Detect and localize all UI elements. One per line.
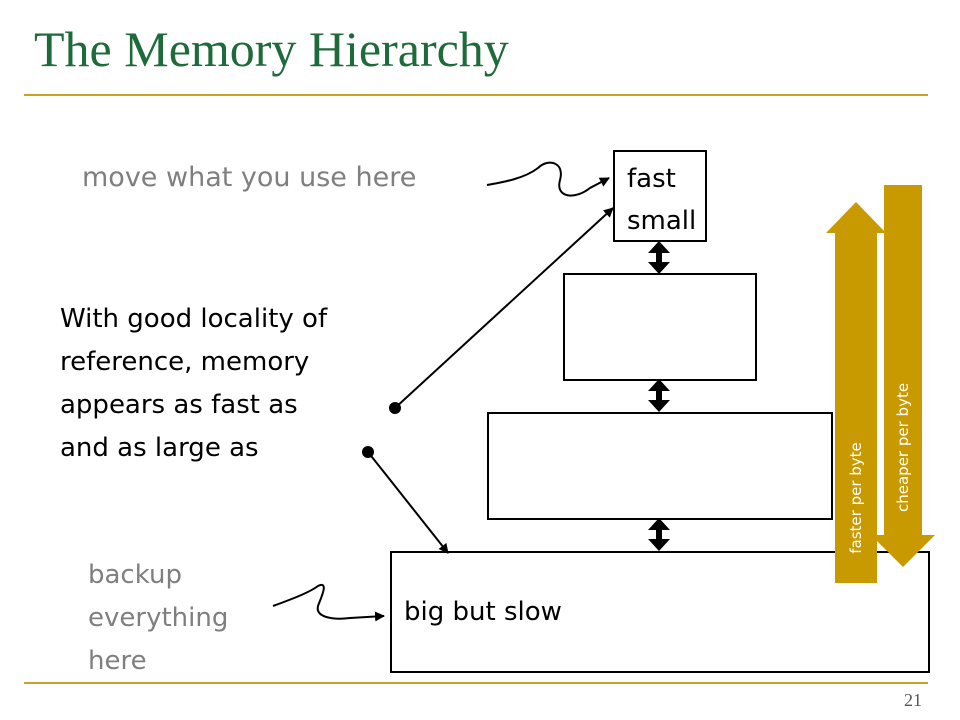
bottom-level-label: big but slow (404, 597, 562, 627)
memory-level-bottom (390, 551, 930, 673)
locality-line: appears as fast as (60, 390, 298, 420)
backup-line: here (88, 646, 147, 676)
double-arrow-icon (648, 379, 670, 412)
memory-level-top: fast small (613, 150, 707, 242)
double-arrow-icon (648, 241, 670, 274)
locality-line: reference, memory (60, 347, 310, 377)
locality-line: and as large as (60, 433, 259, 463)
page-number: 21 (904, 690, 922, 710)
connector-line (394, 207, 614, 409)
move-label: move what you use here (82, 162, 417, 193)
memory-level-3 (487, 412, 833, 520)
title-rule (24, 94, 928, 96)
faster-per-byte-label: faster per byte (847, 442, 865, 554)
top-level-line: fast (627, 164, 676, 194)
slide-title: The Memory Hierarchy (34, 21, 509, 77)
backup-text: backup everything here (88, 554, 228, 683)
locality-line: With good locality of (60, 304, 328, 334)
footer-rule (24, 682, 928, 684)
double-arrow-icon (648, 518, 670, 551)
squiggle-arrow (486, 161, 610, 197)
cheaper-per-byte-label: cheaper per byte (894, 382, 912, 512)
up-arrow-icon (826, 202, 886, 583)
connector-line (367, 451, 449, 554)
backup-line: backup (88, 560, 182, 590)
down-arrow-icon (871, 185, 935, 567)
locality-text: With good locality of reference, memory … (60, 298, 327, 470)
squiggle-arrow (272, 583, 385, 622)
top-level-line: small (627, 206, 697, 236)
backup-line: everything (88, 603, 229, 633)
memory-level-2 (563, 273, 757, 381)
